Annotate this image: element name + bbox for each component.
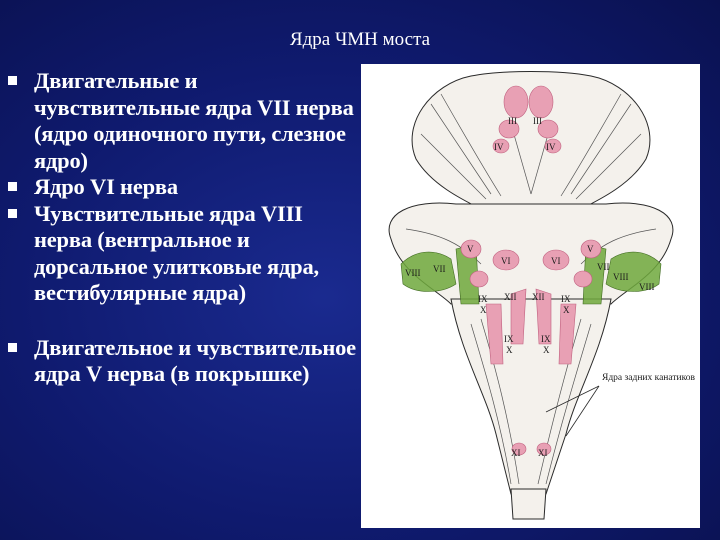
bullet-list: Двигательные и чувствительные ядра VII н… — [6, 68, 358, 388]
label-x-left: X — [480, 305, 487, 315]
bullet-item: Ядро VI нерва — [6, 174, 358, 201]
label-xi-left: XI — [511, 448, 521, 458]
bullet-item: Чувствительные ядра VIII нерва (вентраль… — [6, 201, 358, 307]
cranial-nerve-nuclei — [460, 85, 602, 456]
label-xii-right: XII — [532, 292, 545, 302]
label-viii-right-outer: VIII — [639, 282, 655, 292]
label-vi-right: VI — [551, 256, 561, 266]
vestibular-zones — [400, 243, 662, 305]
label-viii-left: VIII — [405, 268, 421, 278]
label-viii-right: VIII — [613, 272, 629, 282]
label-iv-right: IV — [546, 142, 556, 152]
bullet-item: Двигательное и чувствительное ядра V нер… — [6, 335, 358, 388]
label-ix-left-lower: IX — [504, 334, 514, 344]
label-v-left: V — [467, 244, 474, 254]
brainstem-diagram: III III IV IV V V VI VI VII VII VIII VII… — [361, 64, 700, 528]
label-vi-left: VI — [501, 256, 511, 266]
brainstem-illustration: III III IV IV V V VI VI VII VII VIII VII… — [388, 71, 695, 520]
fiber-lines — [405, 93, 657, 485]
label-iii-right: III — [533, 116, 542, 126]
slide-title: Ядра ЧМН моста — [289, 29, 431, 50]
label-x-right-lower: X — [543, 345, 550, 355]
label-iv-left: IV — [494, 142, 504, 152]
label-ix-right: IX — [561, 294, 571, 304]
label-x-left-lower: X — [506, 345, 513, 355]
bullet-item: Двигательные и чувствительные ядра VII н… — [6, 68, 358, 174]
annotation-posterior-column-nuclei: Ядра задних канатиков — [545, 373, 695, 437]
label-xii-left: XII — [504, 292, 517, 302]
label-iii-left: III — [508, 116, 517, 126]
label-vii-right: VII — [597, 262, 610, 272]
label-v-right: V — [587, 244, 594, 254]
square-bullet-icon — [8, 76, 17, 85]
brainstem-outline — [388, 71, 674, 520]
annotation-text: Ядра задних канатиков — [602, 373, 695, 383]
label-ix-right-lower: IX — [541, 334, 551, 344]
square-bullet-icon — [8, 342, 17, 352]
label-vii-left: VII — [433, 264, 446, 274]
label-ix-left: IX — [478, 294, 488, 304]
square-bullet-icon — [8, 208, 17, 218]
square-bullet-icon — [8, 182, 17, 191]
label-xi-right: XI — [538, 448, 548, 458]
label-x-right: X — [563, 305, 570, 315]
nerve-labels: III III IV IV V V VI VI VII VII VIII VII… — [405, 116, 655, 458]
